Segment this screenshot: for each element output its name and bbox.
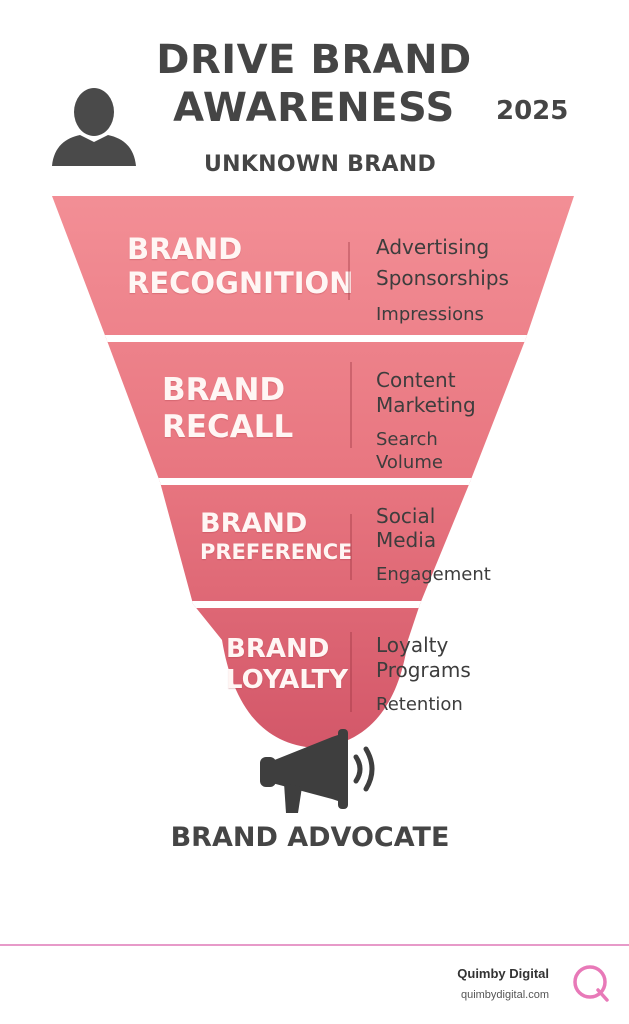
metric-social: Social: [376, 504, 436, 528]
metric-impressions: Impressions: [376, 304, 484, 325]
stage-separator-1: [52, 335, 574, 342]
stage-preference-divider: [350, 514, 352, 580]
person-silhouette-icon: [52, 88, 136, 166]
metric-marketing: Marketing: [376, 393, 476, 417]
metric-retention: Retention: [376, 694, 463, 715]
stage-loyalty-title: BRAND LOYALTY: [226, 634, 348, 695]
subtitle-unknown-brand: UNKNOWN BRAND: [203, 152, 437, 177]
stage-recall-word2: RECALL: [162, 408, 294, 445]
stage-recall-word1: BRAND: [162, 372, 286, 408]
metric-loyalty: Loyalty: [376, 633, 449, 657]
stage-recognition-title: BRAND RECOGNITION: [127, 232, 353, 300]
stage-recall-title: BRAND RECALL: [162, 372, 293, 445]
metric-sponsorships: Sponsorships: [376, 266, 509, 290]
stage-separator-3: [52, 601, 574, 608]
stage-loyalty-word2: LOYALTY: [226, 664, 349, 695]
metric-content: Content: [376, 368, 456, 392]
metric-media: Media: [376, 528, 437, 552]
stage-loyalty-divider: [350, 632, 352, 712]
page-title-line2: AWARENESS: [173, 85, 455, 131]
stage-recognition-word2: RECOGNITION: [127, 266, 354, 301]
stage-preference-title: BRAND PREFERENCE: [200, 508, 352, 565]
stage-preference-word1: BRAND: [200, 508, 308, 539]
stage-recall-divider: [350, 362, 352, 448]
metric-advertising: Advertising: [376, 235, 490, 259]
metric-engagement: Engagement: [376, 564, 491, 585]
metric-volume: Volume: [376, 452, 443, 473]
year-label: 2025: [496, 96, 569, 126]
footer-divider: [0, 944, 629, 946]
stage-separator-2: [52, 478, 574, 485]
megaphone-icon: [260, 729, 375, 813]
stage-recognition-word1: BRAND: [127, 232, 243, 266]
stage-recognition-divider: [348, 242, 350, 300]
footer-company-name: Quimby Digital: [457, 966, 549, 981]
metric-programs: Programs: [376, 658, 471, 682]
metric-search: Search: [376, 429, 438, 450]
footer-company-url[interactable]: quimbydigital.com: [460, 989, 549, 1001]
q-logo-icon: [573, 965, 609, 1002]
page-title-line1: DRIVE BRAND: [156, 37, 472, 83]
stage-loyalty-word1: BRAND: [226, 634, 330, 664]
brand-advocate-label: BRAND ADVOCATE: [170, 822, 450, 853]
stage-preference-word2: PREFERENCE: [200, 539, 353, 564]
